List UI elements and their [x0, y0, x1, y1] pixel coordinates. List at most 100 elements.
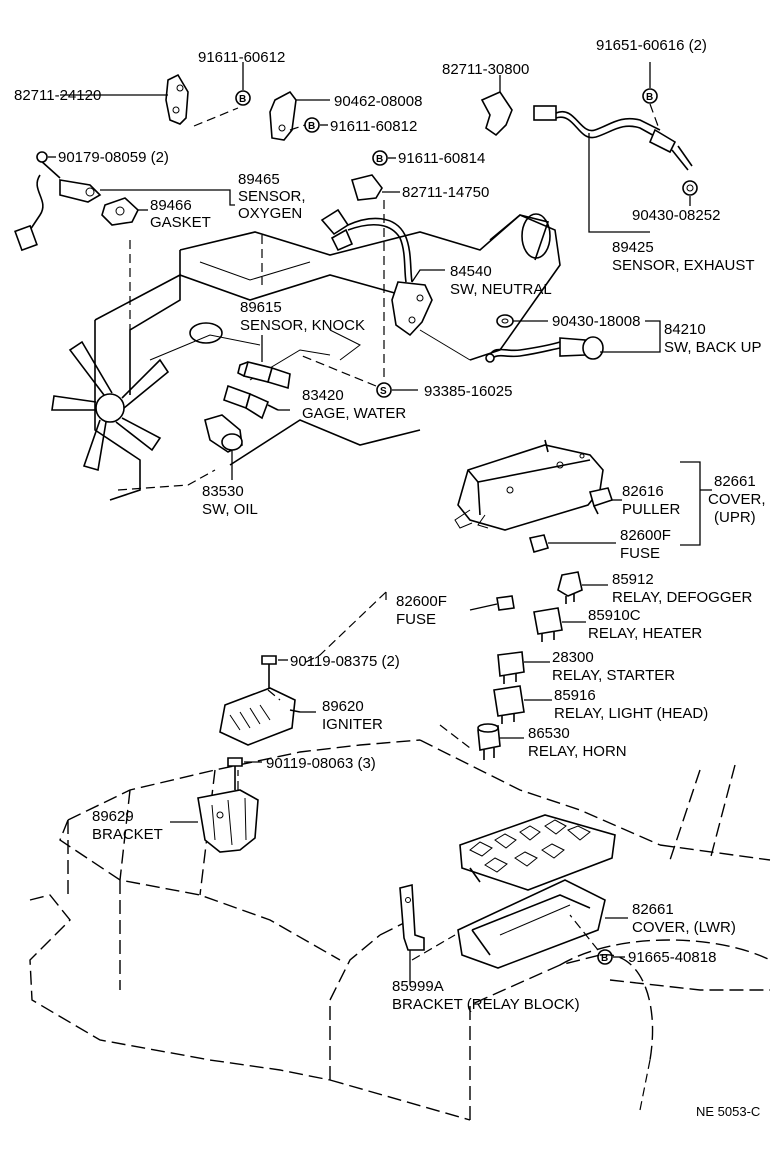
washer-90430-18008 — [496, 314, 514, 328]
relay-defogger-85912 — [557, 571, 583, 604]
label-82661-lower-number: 82661 — [632, 901, 674, 918]
bolt-marker-icon: B — [304, 117, 320, 133]
knock-sensor-89615 — [237, 361, 291, 390]
label-89425-number: 89425 — [612, 239, 654, 256]
label-82616-number: 82616 — [622, 483, 664, 500]
label-90430-18008: 90430-18008 — [552, 313, 640, 330]
label-82616-name: PULLER — [622, 501, 681, 518]
label-83530-name: SW, OIL — [202, 501, 258, 518]
label-82600f-a-number: 82600F — [620, 527, 671, 544]
label-91611-60612: 91611-60612 — [198, 49, 285, 66]
label-89465-number: 89465 — [238, 171, 280, 188]
engine-drawing — [51, 213, 561, 501]
relay-horn-86530 — [477, 723, 501, 760]
label-86530-name: RELAY, HORN — [528, 743, 627, 760]
label-89425-name: SENSOR, EXHAUST — [612, 257, 755, 274]
bolt-90119-08063-icon — [227, 757, 243, 790]
label-89629-number: 89629 — [92, 808, 134, 825]
svg-text:B: B — [239, 94, 246, 105]
svg-text:B: B — [308, 121, 315, 132]
label-28300-number: 28300 — [552, 649, 594, 666]
relay-starter-28300 — [497, 651, 525, 684]
label-89465-name-2: OXYGEN — [238, 205, 302, 222]
label-85999a-name: BRACKET (RELAY BLOCK) — [392, 996, 580, 1013]
svg-text:B: B — [646, 92, 653, 103]
label-89465-name-1: SENSOR, — [238, 188, 306, 205]
water-gage-83420 — [223, 384, 279, 420]
bolt-90119-08375-icon — [261, 655, 277, 690]
puller-82616 — [588, 487, 614, 515]
bracket-82711-30800 — [480, 90, 513, 137]
stud-marker-icon: S — [376, 382, 392, 398]
label-82600f-b-name: FUSE — [396, 611, 436, 628]
label-83420-name: GAGE, WATER — [302, 405, 406, 422]
label-85910c-number: 85910C — [588, 607, 641, 624]
label-28300-name: RELAY, STARTER — [552, 667, 675, 684]
bolt-marker-icon: B — [642, 88, 658, 104]
relay-heater-85910c — [533, 607, 563, 642]
label-90119-08063: 90119-08063 (3) — [266, 755, 376, 772]
neutral-switch-84540 — [320, 208, 433, 337]
nut-icon — [36, 151, 48, 163]
label-83420-number: 83420 — [302, 387, 344, 404]
upper-cover-82661 — [454, 439, 604, 531]
label-82661-upper-name-2: (UPR) — [714, 509, 756, 526]
bracket-89629 — [197, 789, 259, 853]
label-90430-08252: 90430-08252 — [632, 207, 720, 224]
label-91651-60616: 91651-60616 (2) — [596, 37, 707, 54]
label-84210-name: SW, BACK UP — [664, 339, 762, 356]
gasket-89466 — [101, 197, 139, 226]
label-91665-40818: 91665-40818 — [628, 949, 716, 966]
label-83530-number: 83530 — [202, 483, 244, 500]
bracket-90462-08008 — [269, 90, 297, 141]
label-89620-number: 89620 — [322, 698, 364, 715]
label-90462-08008: 90462-08008 — [334, 93, 422, 110]
label-89629-name: BRACKET — [92, 826, 163, 843]
fan-icon — [51, 340, 170, 472]
car-body-drawing — [29, 739, 771, 1121]
label-85916-number: 85916 — [554, 687, 596, 704]
label-90179-08059: 90179-08059 (2) — [58, 149, 169, 166]
relay-block — [459, 814, 616, 891]
label-82600f-a-name: FUSE — [620, 545, 660, 562]
label-89620-name: IGNITER — [322, 716, 383, 733]
fuse-82600f-b — [496, 595, 515, 611]
label-82661-upper-name-1: COVER, — [708, 491, 766, 508]
label-85999a-number: 85999A — [392, 978, 444, 995]
oxygen-sensor-89465 — [14, 174, 102, 252]
label-90119-08375: 90119-08375 (2) — [290, 653, 400, 670]
label-89615-name: SENSOR, KNOCK — [240, 317, 365, 334]
igniter-89620 — [219, 687, 301, 746]
label-89466-name: GASKET — [150, 214, 211, 231]
label-82600f-b-number: 82600F — [396, 593, 447, 610]
label-86530-number: 86530 — [528, 725, 570, 742]
fuse-82600f-a — [528, 534, 550, 553]
label-85912-name: RELAY, DEFOGGER — [612, 589, 752, 606]
oil-switch-83530 — [204, 414, 243, 453]
footer-code: NE 5053-C — [696, 1104, 760, 1119]
label-82711-14750: 82711-14750 — [402, 184, 489, 201]
label-84540-name: SW, NEUTRAL — [450, 281, 552, 298]
label-82711-24120: 82711-24120 — [14, 87, 101, 104]
bracket-82711-14750 — [350, 174, 383, 201]
label-82661-lower-name: COVER, (LWR) — [632, 919, 736, 936]
label-91611-60814: 91611-60814 — [398, 150, 485, 167]
label-82661-upper-number: 82661 — [714, 473, 756, 490]
back-up-switch-84210 — [485, 336, 604, 363]
bolt-marker-icon: B — [235, 90, 251, 106]
relay-light-head-85916 — [493, 685, 525, 724]
svg-text:S: S — [380, 386, 387, 397]
bolt-marker-icon: B — [597, 949, 613, 965]
exhaust-sensor-89425 — [533, 105, 698, 196]
label-89615-number: 89615 — [240, 299, 282, 316]
bracket-82711-24120 — [165, 73, 189, 125]
svg-text:B: B — [601, 953, 608, 964]
svg-text:B: B — [376, 154, 383, 165]
label-85916-name: RELAY, LIGHT (HEAD) — [554, 705, 708, 722]
label-85912-number: 85912 — [612, 571, 654, 588]
bolt-marker-icon: B — [372, 150, 388, 166]
label-85910c-name: RELAY, HEATER — [588, 625, 702, 642]
label-84210-number: 84210 — [664, 321, 706, 338]
bracket-85999a — [399, 883, 425, 951]
